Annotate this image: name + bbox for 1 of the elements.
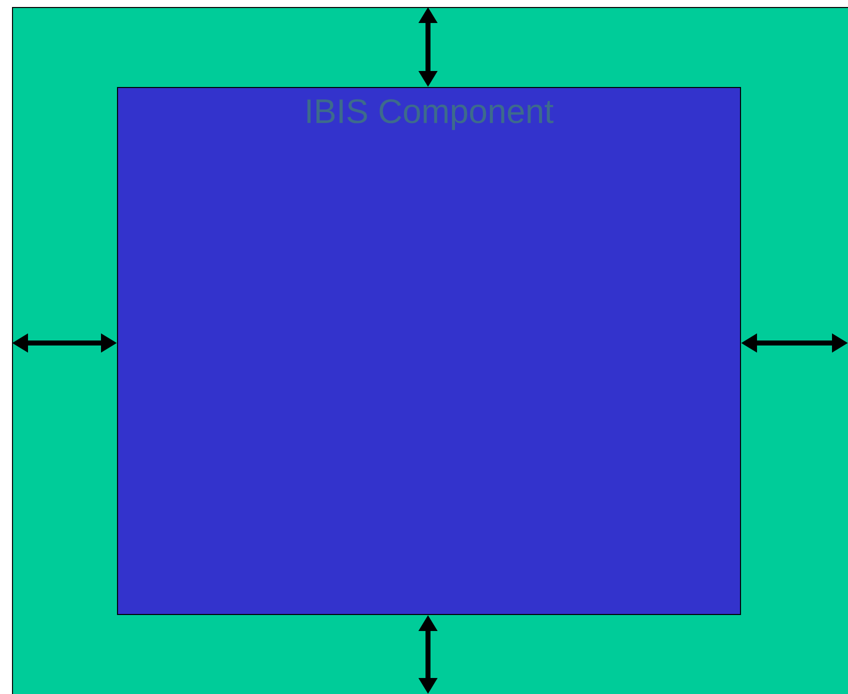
component-box: IBIS Component: [117, 87, 741, 615]
